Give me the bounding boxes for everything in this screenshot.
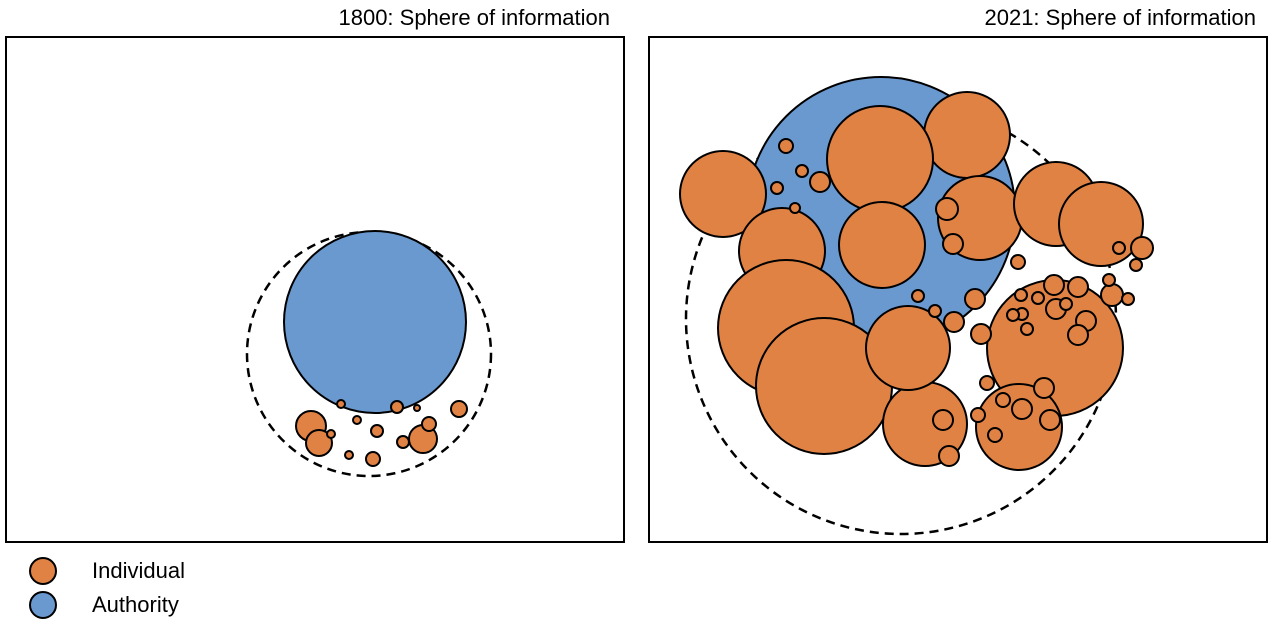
left-individual-circle (336, 399, 346, 409)
left-individual-circle (390, 400, 404, 414)
right-individual-circle (1033, 377, 1055, 399)
right-individual-circle (1112, 241, 1126, 255)
right-individual-circle (1031, 291, 1045, 305)
right-individual-circle (938, 445, 960, 467)
right-individual-circle (1011, 398, 1033, 420)
legend-item-individual: Individual (28, 556, 185, 586)
right-individual-circle (1130, 236, 1154, 260)
sphere-diagram-1800 (245, 230, 493, 478)
right-individual-circle (1020, 322, 1034, 336)
right-individual-circle (1067, 324, 1089, 346)
left-individual-circle (352, 415, 362, 425)
left-individual-circle (413, 404, 421, 412)
panel-1800 (5, 36, 625, 543)
left-individual-circle (370, 424, 384, 438)
sphere-diagram-2021 (679, 76, 1154, 536)
legend-label-authority: Authority (92, 592, 179, 617)
right-individual-circle (942, 233, 964, 255)
left-individual-circle (326, 429, 336, 439)
right-individual-circle (932, 409, 954, 431)
right-individual-circle (789, 202, 801, 214)
panel-2021 (648, 36, 1268, 543)
left-individual-circle (305, 429, 333, 457)
right-individual-circle (826, 105, 934, 213)
right-individual-circle (1067, 276, 1089, 298)
left-individual-circle (344, 450, 354, 460)
right-individual-circle (970, 407, 986, 423)
right-individual-circle (778, 138, 794, 154)
right-individual-circle (1121, 292, 1135, 306)
left-individual-circle (421, 416, 437, 432)
right-individual-circle (770, 181, 784, 195)
left-individual-circle (396, 435, 410, 449)
individual-circle-icon (29, 557, 57, 585)
right-individual-circle (679, 150, 767, 238)
panel-title-1800: 1800: Sphere of information (338, 5, 610, 30)
authority-legend-marker (29, 591, 57, 619)
panel-title-2021: 2021: Sphere of information (984, 5, 1256, 30)
right-individual-circle (943, 311, 965, 333)
left-individual-circle (365, 451, 381, 467)
right-individual-circle (1010, 254, 1026, 270)
authority-circle-icon (29, 591, 57, 619)
right-individual-circle (987, 427, 1003, 443)
right-individual-circle (1059, 297, 1073, 311)
right-individual-circle (923, 91, 1011, 179)
legend-item-authority: Authority (28, 590, 179, 620)
individual-legend-marker (29, 557, 57, 585)
right-individual-circle (995, 392, 1011, 408)
right-individual-circle (970, 323, 992, 345)
right-individual-circle (865, 305, 951, 391)
right-individual-circle (1129, 258, 1143, 272)
right-individual-circle (795, 164, 809, 178)
right-individual-circle (1039, 409, 1061, 431)
right-individual-circle (911, 289, 925, 303)
right-individual-circle (1014, 288, 1028, 302)
right-individual-circle (1006, 308, 1020, 322)
right-individual-circle (1102, 273, 1116, 287)
right-individual-circle (964, 288, 986, 310)
right-individual-circle (1043, 274, 1065, 296)
right-individual-circle (928, 304, 942, 318)
legend-label-individual: Individual (92, 558, 185, 583)
right-individual-circle (979, 375, 995, 391)
right-individual-circle (1100, 283, 1124, 307)
right-individual-circle (1058, 181, 1144, 267)
left-authority-circle (283, 230, 467, 414)
right-individual-circle (809, 171, 831, 193)
right-individual-circle (935, 197, 959, 221)
right-individual-circle (838, 201, 926, 289)
left-individual-circle (450, 400, 468, 418)
